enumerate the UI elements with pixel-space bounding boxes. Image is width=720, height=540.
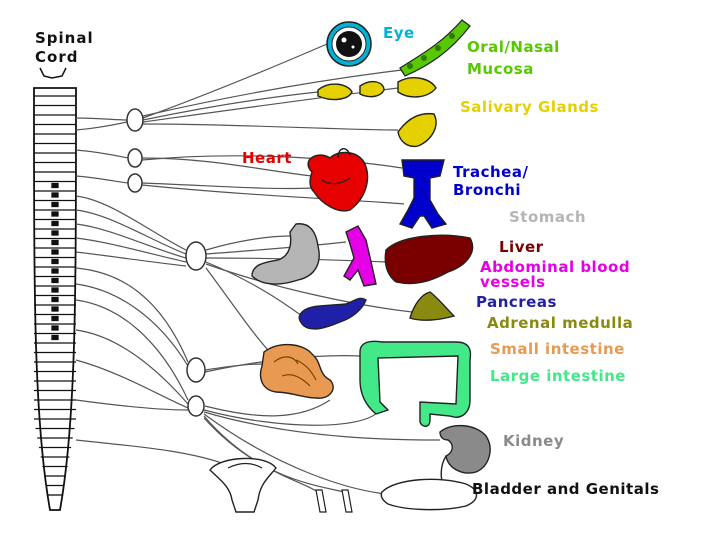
salivary-glands-shape xyxy=(317,77,437,148)
large-intestine-shape xyxy=(359,340,472,427)
stomach-shape xyxy=(251,223,320,285)
heart-shape xyxy=(307,148,369,212)
nerve-fiber xyxy=(142,69,403,117)
nerve-fiber xyxy=(75,439,231,467)
nerve-fiber xyxy=(203,411,441,441)
small-intestine-shape xyxy=(259,344,334,399)
nerve-fiber xyxy=(141,184,405,205)
nerve-fiber xyxy=(204,399,331,417)
ganglion-inferior-cervical xyxy=(127,173,143,193)
vertebra-foramen xyxy=(51,334,59,341)
label-oral-nasal-line1: Oral/Nasal xyxy=(467,38,560,56)
nerve-fiber xyxy=(142,123,399,131)
nerve-fiber xyxy=(75,359,189,409)
vertebra-foramen xyxy=(51,192,59,198)
label-kidney: Kidney xyxy=(503,432,564,450)
vertebra-foramen xyxy=(51,230,59,236)
nerve-fiber xyxy=(203,417,345,493)
ganglion-superior-mesenteric xyxy=(186,357,206,383)
nerve-fiber xyxy=(75,399,189,411)
nerve-fiber xyxy=(75,121,128,131)
nerve-fiber xyxy=(75,237,187,263)
nerve-fiber xyxy=(204,363,263,371)
bladder-genitals-shape xyxy=(209,457,478,513)
vertebra-foramen xyxy=(51,287,59,293)
nerve-fiber xyxy=(75,299,189,401)
label-abdominal-line1: Abdominal blood xyxy=(480,258,630,276)
nerve-fiber xyxy=(75,195,187,251)
ganglion-superior-cervical xyxy=(126,108,144,132)
label-large-intestine: Large intestine xyxy=(490,367,626,385)
vertebra-foramen xyxy=(51,268,59,274)
label-oral-nasal-line2: Mucosa xyxy=(467,60,534,78)
label-small-intestine: Small intestine xyxy=(490,340,625,358)
vertebra-foramen xyxy=(51,296,59,303)
nerve-fiber xyxy=(75,209,187,255)
vertebra-foramen xyxy=(51,325,59,331)
nerve-fiber xyxy=(141,155,403,169)
ganglia xyxy=(126,108,207,417)
label-adrenal-medulla: Adrenal medulla xyxy=(487,314,633,332)
vertebra-foramen xyxy=(51,258,59,265)
vertebra-foramen xyxy=(51,182,59,189)
nerve-fiber xyxy=(205,261,303,317)
spinal-cord-label-line1: Spinal xyxy=(35,29,94,47)
label-bladder-genitals: Bladder and Genitals xyxy=(472,480,659,498)
abdominal-blood-vessels-shape xyxy=(343,225,377,287)
oral-nasal-mucosa-shape xyxy=(399,19,471,77)
ganglion-celiac xyxy=(185,241,207,271)
nerve-fiber xyxy=(75,117,128,121)
nerve-fiber xyxy=(75,251,187,267)
vertebra-foramen xyxy=(51,315,59,322)
liver-shape xyxy=(384,234,474,285)
nerve-fiber xyxy=(75,149,129,159)
vertebra-foramen xyxy=(51,211,59,217)
adrenal-medulla-shape xyxy=(409,291,456,321)
kidney-shape xyxy=(439,425,491,489)
nerve-fiber xyxy=(205,241,347,255)
nerve-fiber xyxy=(205,235,291,251)
label-stomach: Stomach xyxy=(509,208,586,226)
nerve-fiber xyxy=(75,223,187,259)
vertebra-foramen xyxy=(51,306,59,312)
vertebra-foramen xyxy=(51,239,59,246)
nerve-fiber xyxy=(205,267,269,351)
nerve-fiber xyxy=(75,175,129,184)
spinal-cord-label-line2: Cord xyxy=(35,48,78,66)
ganglion-inferior-mesenteric xyxy=(187,395,205,417)
label-trachea-line2: Bronchi xyxy=(453,181,521,199)
label-eye: Eye xyxy=(383,24,415,42)
trachea-bronchi-shape xyxy=(398,159,448,229)
vertebra-foramen xyxy=(51,249,59,255)
eye-shape xyxy=(326,21,372,67)
label-heart: Heart xyxy=(242,149,292,167)
nerve-fiber xyxy=(142,91,319,121)
pancreas-shape xyxy=(298,297,367,330)
vertebra-foramen xyxy=(51,201,59,208)
nerve-fiber xyxy=(203,409,379,426)
label-salivary-glands: Salivary Glands xyxy=(460,98,599,116)
spinal-cord: Spinal Cord xyxy=(33,29,94,511)
nerve-fiber xyxy=(75,329,189,405)
nerve-fiber xyxy=(203,413,387,495)
nerve-fiber xyxy=(142,43,328,119)
nerve-fiber xyxy=(75,267,189,363)
label-abdominal-line2: vessels xyxy=(480,273,546,291)
nerve-fiber xyxy=(75,283,189,367)
nerve-fiber xyxy=(205,263,413,313)
label-pancreas: Pancreas xyxy=(476,293,557,311)
ganglion-middle-cervical xyxy=(127,148,143,168)
vertebra-foramen xyxy=(51,277,59,284)
label-trachea-line1: Trachea/ xyxy=(453,163,528,181)
nerve-fiber xyxy=(141,182,313,190)
label-liver: Liver xyxy=(499,238,544,256)
vertebra-foramen xyxy=(51,220,59,227)
